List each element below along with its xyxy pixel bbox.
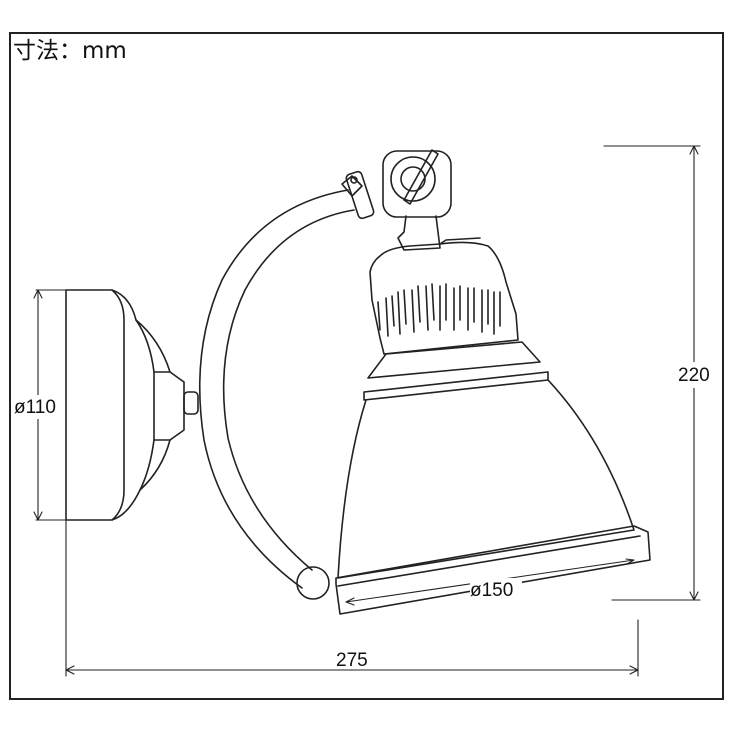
curved-arm	[198, 189, 355, 600]
drawing-frame	[9, 32, 724, 700]
unit-label: 寸法：mm	[13, 36, 133, 66]
mount-diameter-label: ø110	[14, 397, 56, 418]
total-width-label: 275	[336, 650, 368, 671]
height-label: 220	[678, 365, 710, 386]
lamp-shade	[335, 371, 651, 615]
wall-mount-plate	[65, 289, 185, 521]
shade-diameter-label: ø150	[470, 580, 513, 601]
pivot-joint	[341, 149, 452, 251]
mount-connector	[183, 391, 199, 415]
shade-cap	[367, 237, 541, 379]
dimension-lines	[33, 145, 701, 677]
